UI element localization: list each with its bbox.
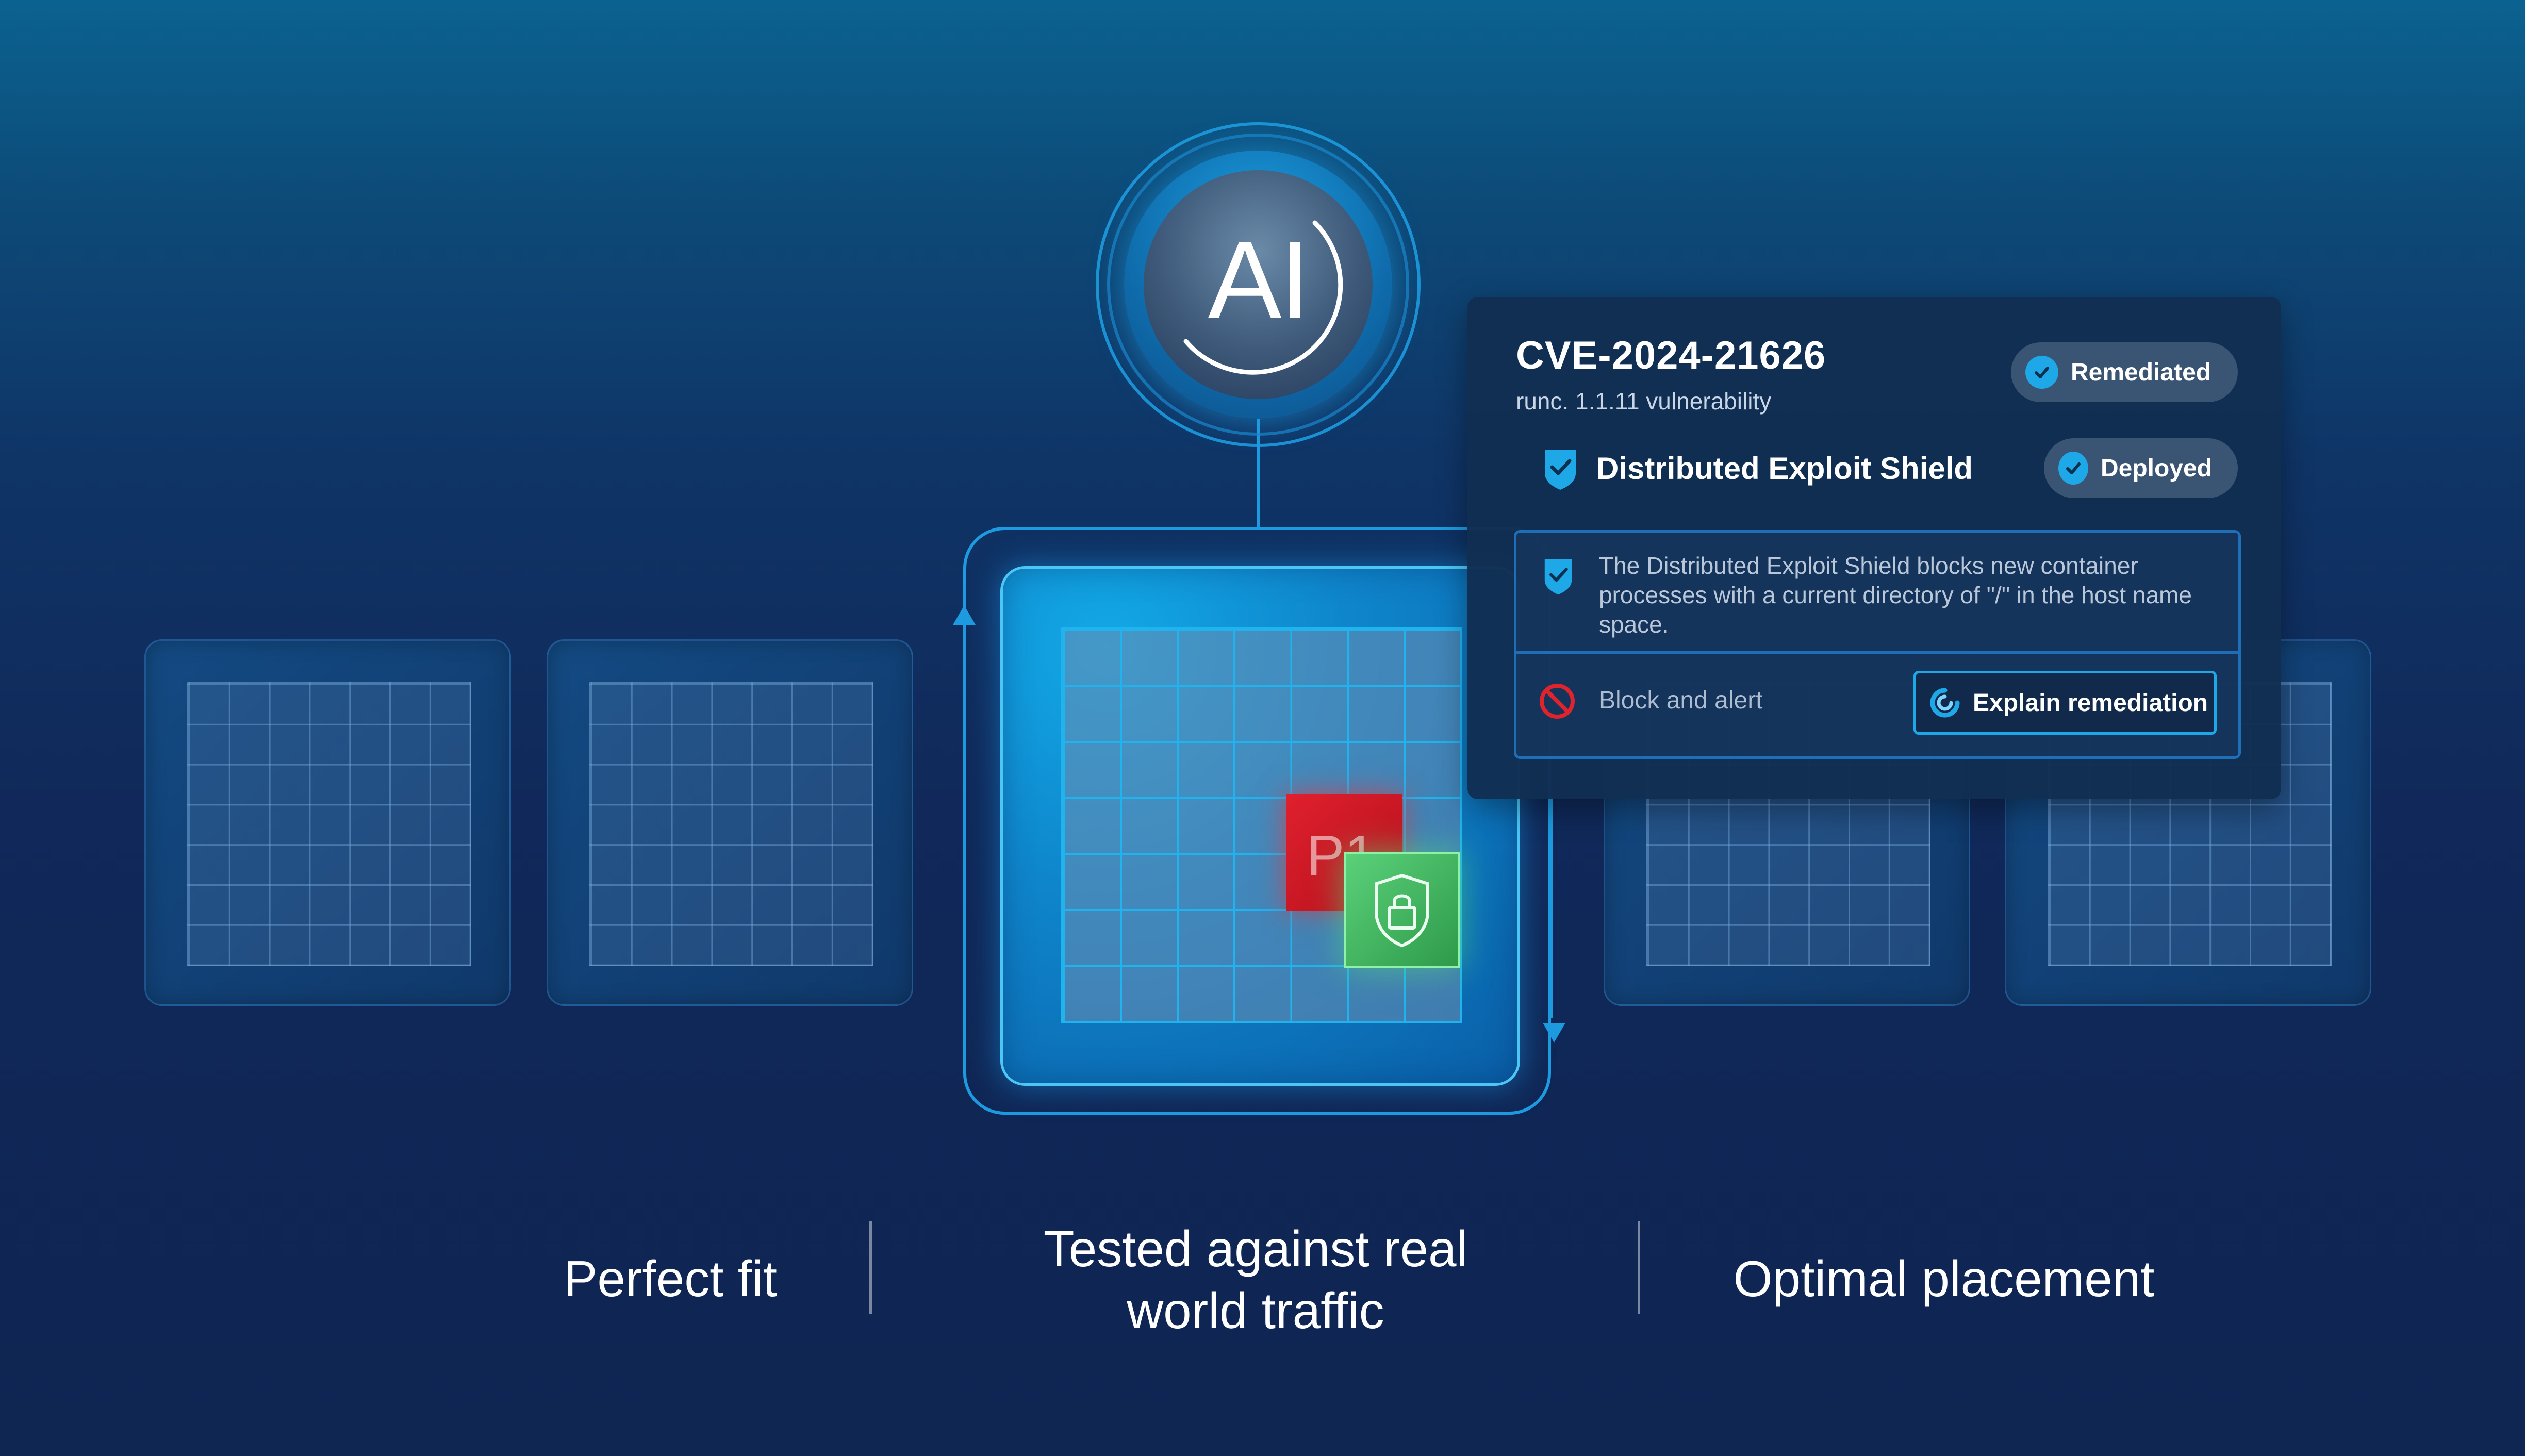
workload-tile-2 [547, 639, 913, 1006]
check-circle-icon [2025, 356, 2058, 389]
ai-ring-middle [1107, 134, 1409, 436]
shield-check-icon [1544, 559, 1572, 595]
explain-remediation-button[interactable]: Explain remediation [1913, 671, 2217, 735]
deployed-label: Deployed [2100, 454, 2212, 482]
cve-card: CVE-2024-21626 runc. 1.1.11 vulnerabilit… [1467, 297, 2281, 799]
shield-description: The Distributed Exploit Shield blocks ne… [1599, 552, 2192, 638]
central-workload-tile [1000, 566, 1520, 1086]
label-divider-1 [869, 1221, 872, 1314]
tile-grid [187, 682, 471, 966]
cve-subtitle: runc. 1.1.11 vulnerability [1516, 388, 1772, 415]
label-perfect-fit: Perfect fit [564, 1250, 777, 1307]
test-loop-outline [963, 527, 1551, 1115]
tile-grid [589, 682, 873, 966]
remediated-status-pill[interactable]: Remediated [2011, 342, 2238, 402]
ai-label: AI [1208, 218, 1310, 342]
workload-tile-1 [144, 639, 511, 1006]
label-optimal-placement: Optimal placement [1733, 1250, 2155, 1307]
ai-ring-outer [1096, 122, 1421, 447]
ai-assistant-icon [1930, 688, 1960, 718]
action-text: Block and alert [1599, 687, 1763, 714]
label-tested-traffic: Tested against real world traffic [1043, 1220, 1468, 1339]
details-divider [1516, 651, 2238, 654]
loop-right-line [1550, 797, 1553, 1018]
ai-arc-icon [1183, 220, 1343, 375]
explain-remediation-label: Explain remediation [1973, 689, 2208, 717]
shield-check-icon [1545, 450, 1576, 490]
check-circle-icon [2058, 452, 2088, 485]
shield-name: Distributed Exploit Shield [1596, 451, 1973, 486]
cve-id: CVE-2024-21626 [1516, 334, 1826, 377]
lock-shield-icon [1375, 873, 1429, 948]
loop-arrow-up-icon [953, 605, 976, 625]
block-icon [1540, 684, 1575, 719]
loop-arrow-down-icon [1543, 1023, 1565, 1043]
ai-orb-core [1144, 170, 1373, 399]
deployed-status-pill[interactable]: Deployed [2044, 438, 2238, 498]
remediated-label: Remediated [2071, 358, 2212, 386]
remediation-details: The Distributed Exploit Shield blocks ne… [1514, 530, 2241, 759]
label-divider-2 [1638, 1221, 1640, 1314]
ai-connector-line [1257, 412, 1260, 527]
secure-chip [1344, 852, 1460, 968]
